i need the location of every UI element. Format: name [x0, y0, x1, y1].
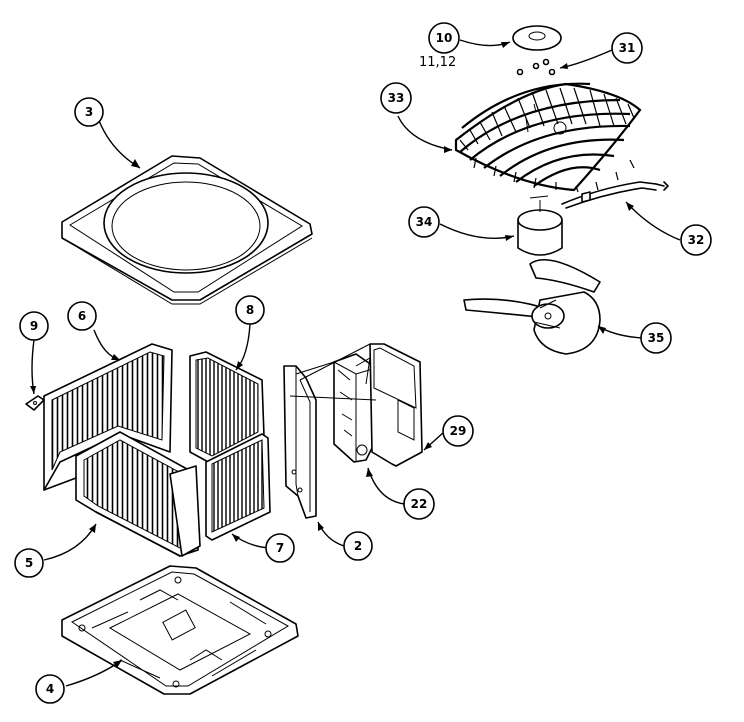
leader-22: [367, 467, 405, 505]
callout-22: 22: [403, 488, 435, 520]
access-panel-part: [369, 343, 423, 467]
callout-6-label: 6: [78, 309, 86, 323]
callout-31-label: 31: [619, 41, 636, 55]
callout-34-label: 34: [416, 215, 433, 229]
callout-3-label: 3: [85, 105, 93, 119]
callout-6: 6: [67, 301, 97, 331]
coil-panel-lower-part: [205, 433, 271, 541]
callout-10: 10: [428, 22, 460, 54]
callout-29: 29: [442, 415, 474, 447]
wire-harness-part: [561, 181, 669, 209]
part-note: 11,12: [419, 55, 456, 70]
callout-22-label: 22: [411, 497, 428, 511]
leader-9: [31, 339, 35, 395]
callout-5-label: 5: [25, 556, 33, 570]
corner-post-part: [283, 365, 317, 519]
callout-4-label: 4: [46, 682, 54, 696]
fan-cap-part: [512, 25, 562, 51]
leader-2: [317, 521, 345, 547]
condenser-coil-part: [43, 343, 201, 557]
leader-33: [397, 115, 453, 151]
callout-35-label: 35: [648, 331, 665, 345]
top-cover-part: [61, 155, 313, 305]
callout-34: 34: [408, 206, 440, 238]
callout-5: 5: [14, 548, 44, 578]
clip-part: [25, 395, 45, 411]
callout-10-label: 10: [436, 31, 453, 45]
leader-3: [97, 117, 141, 169]
callout-33-label: 33: [388, 91, 405, 105]
callout-8: 8: [235, 295, 265, 325]
callout-9: 9: [19, 311, 49, 341]
callout-9-label: 9: [30, 319, 38, 333]
callout-3: 3: [74, 97, 104, 127]
base-pan-part: [61, 565, 299, 695]
fan-blade-part: [463, 258, 601, 355]
leader-34: [439, 223, 515, 239]
leader-6: [93, 329, 121, 361]
callout-2: 2: [343, 531, 373, 561]
callout-29-label: 29: [450, 424, 467, 438]
fan-grille-part: [454, 82, 642, 193]
leader-31: [559, 49, 613, 69]
fan-motor-part: [517, 195, 563, 256]
callout-32-label: 32: [688, 233, 705, 247]
screws-part: [516, 58, 556, 76]
callout-2-label: 2: [354, 539, 362, 553]
callout-7: 7: [265, 533, 295, 563]
callout-7-label: 7: [276, 541, 284, 555]
callout-4: 4: [35, 674, 65, 704]
control-box-part: [333, 353, 377, 463]
callout-8-label: 8: [246, 303, 254, 317]
callout-33: 33: [380, 82, 412, 114]
callout-32: 32: [680, 224, 712, 256]
leader-32: [625, 201, 681, 241]
callout-31: 31: [611, 32, 643, 64]
callout-35: 35: [640, 322, 672, 354]
leader-5: [43, 523, 97, 561]
